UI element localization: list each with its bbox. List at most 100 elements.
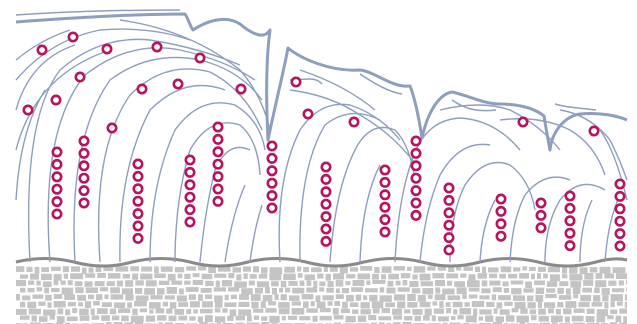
substrate-block <box>67 317 78 322</box>
substrate-block <box>107 281 115 286</box>
substrate-block <box>412 274 417 279</box>
substrate-block <box>243 266 251 271</box>
substrate-block <box>453 302 463 308</box>
substrate-block <box>214 274 226 278</box>
substrate-block <box>115 266 128 271</box>
substrate-block <box>528 302 536 308</box>
substrate-block <box>26 267 32 272</box>
substrate-block <box>134 301 147 306</box>
substrate-block <box>403 280 408 286</box>
substrate-block <box>594 288 600 294</box>
substrate-block <box>398 287 410 292</box>
substrate-block <box>50 315 55 320</box>
substrate-block <box>463 267 473 271</box>
substrate-block <box>236 274 241 280</box>
substrate-block <box>80 316 90 321</box>
substrate-block <box>135 280 144 285</box>
substrate-block <box>479 316 483 320</box>
cell-ring <box>519 118 527 126</box>
substrate-block <box>20 316 30 320</box>
cell-ring <box>214 197 222 205</box>
cell-ring <box>566 217 574 225</box>
substrate-block <box>616 316 622 323</box>
substrate-block <box>469 295 478 299</box>
substrate-block <box>538 309 546 315</box>
cell-ring <box>186 181 194 189</box>
substrate-block <box>32 295 43 299</box>
substrate-block <box>351 287 363 292</box>
substrate-block <box>36 281 41 286</box>
cell-ring <box>616 192 624 200</box>
substrate-block <box>93 301 100 306</box>
substrate-block <box>322 295 333 300</box>
substrate-block <box>346 274 355 278</box>
substrate-block <box>446 308 451 313</box>
substrate-block <box>68 302 76 307</box>
substrate-block <box>534 281 545 286</box>
substrate-block <box>263 295 273 302</box>
substrate-block <box>288 316 297 320</box>
substrate-block <box>292 288 304 294</box>
substrate-block <box>415 316 422 321</box>
substrate-block <box>154 266 159 273</box>
substrate-block <box>401 273 411 278</box>
substrate-block <box>513 295 525 301</box>
substrate-block <box>501 266 512 272</box>
substrate-block <box>130 266 139 271</box>
substrate-block <box>599 267 610 274</box>
substrate-block <box>597 316 606 322</box>
substrate-block <box>538 302 542 308</box>
substrate-block <box>572 316 584 322</box>
substrate-block <box>144 288 155 295</box>
substrate-block <box>368 315 376 320</box>
substrate-block <box>257 281 269 287</box>
cell-ring <box>214 160 222 168</box>
substrate-block <box>39 316 48 322</box>
substrate-block <box>432 273 444 278</box>
substrate-block <box>265 308 276 313</box>
substrate-block <box>54 301 66 307</box>
substrate-block <box>334 315 344 319</box>
substrate-block <box>29 309 41 315</box>
substrate-block <box>565 316 570 322</box>
substrate-block <box>317 301 326 308</box>
substrate-block <box>89 267 94 272</box>
substrate-block <box>136 296 149 301</box>
substrate-block <box>341 309 350 313</box>
substrate-block <box>563 308 572 314</box>
substrate-block <box>350 267 358 271</box>
substrate-block <box>285 288 290 293</box>
substrate-block <box>562 267 567 274</box>
substrate-block <box>453 309 457 314</box>
cell-ring <box>412 211 420 219</box>
substrate-block <box>611 301 615 307</box>
substrate-block <box>412 288 421 293</box>
substrate-block <box>85 273 95 278</box>
substrate-block <box>613 267 626 273</box>
substrate-block <box>587 309 595 314</box>
substrate-block <box>619 280 624 285</box>
cell-ring <box>497 195 505 203</box>
substrate-block <box>186 309 191 314</box>
substrate-block <box>30 274 39 280</box>
substrate-block <box>299 316 310 320</box>
substrate-block <box>350 302 359 307</box>
substrate-block <box>578 302 589 307</box>
cell-ring <box>381 191 389 199</box>
substrate-block <box>584 273 593 280</box>
substrate-block <box>617 301 623 305</box>
cell-ring <box>350 118 358 126</box>
substrate-block <box>302 294 314 299</box>
substrate-block <box>283 274 296 280</box>
substrate-block <box>178 316 187 321</box>
substrate-block <box>454 281 465 287</box>
substrate-block <box>374 267 379 273</box>
substrate-block <box>342 288 349 293</box>
substrate-block <box>198 294 203 301</box>
substrate-block <box>88 295 94 300</box>
substrate-block <box>85 301 91 308</box>
cell-ring <box>381 178 389 186</box>
substrate-block <box>451 316 456 320</box>
substrate-block <box>20 288 26 293</box>
substrate-block <box>503 281 509 286</box>
